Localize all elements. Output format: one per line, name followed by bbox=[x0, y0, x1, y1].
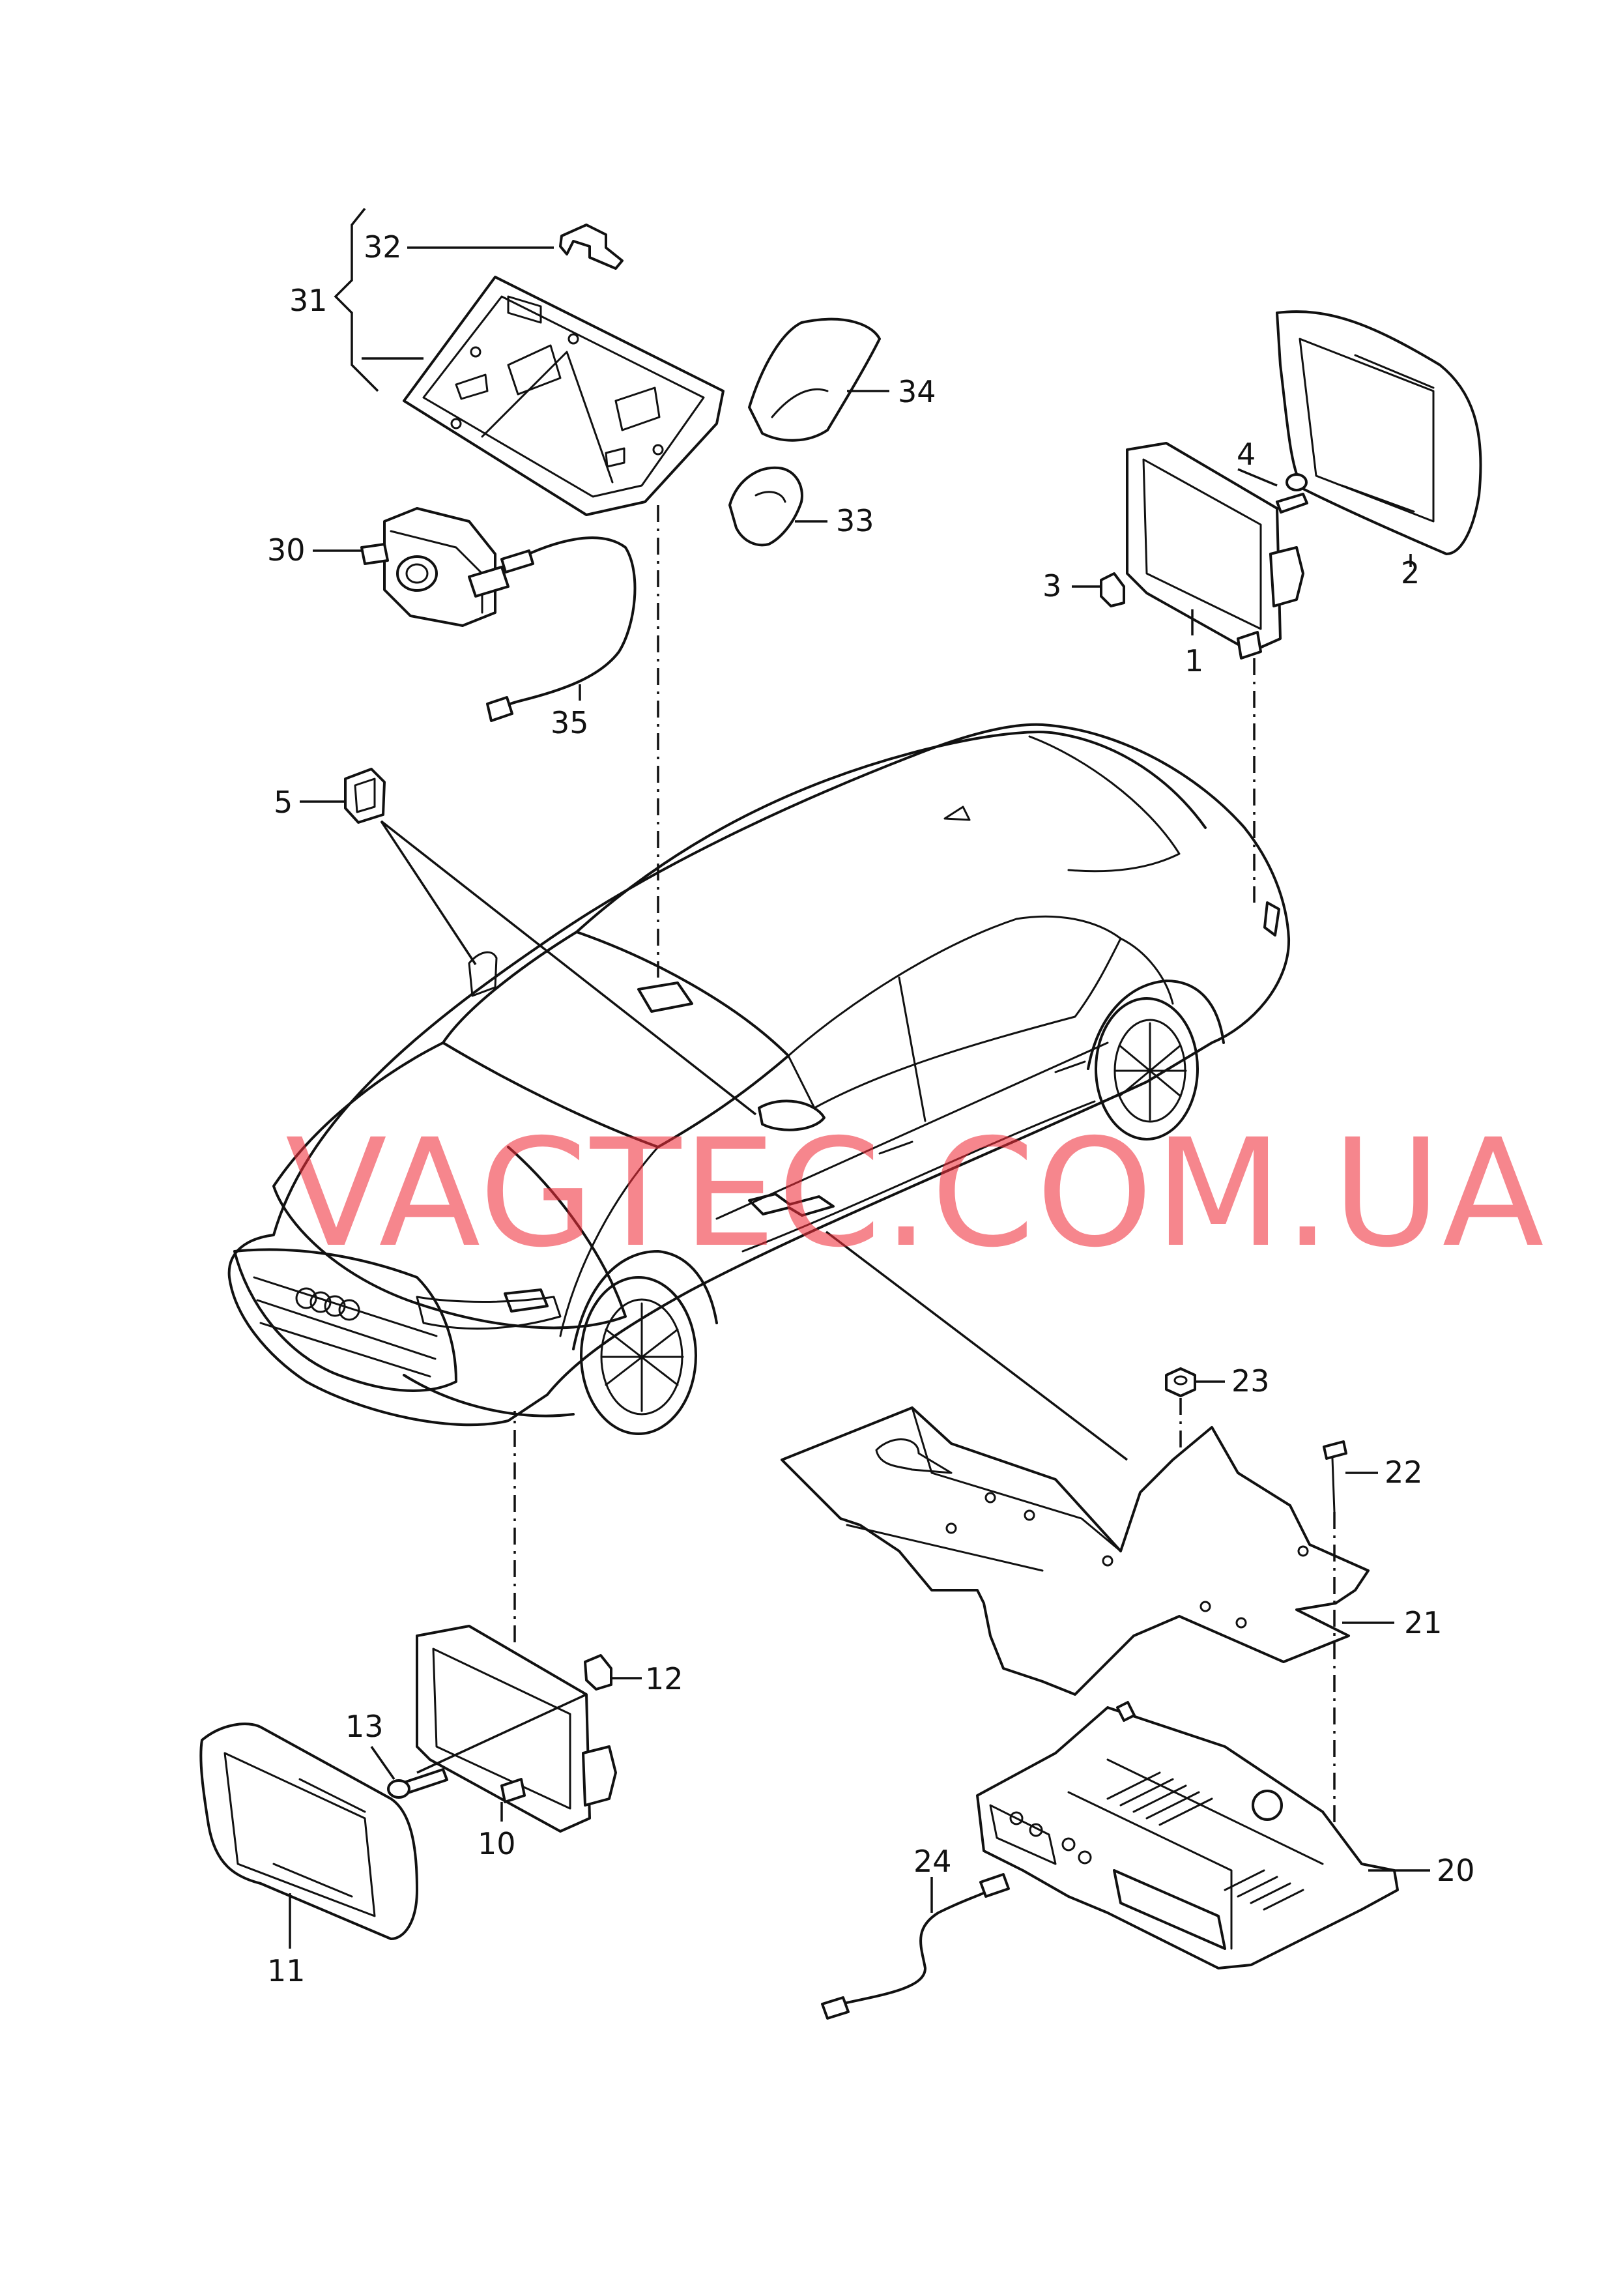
part-10-front-radar bbox=[416, 1625, 617, 1833]
part-33-cover bbox=[728, 466, 803, 547]
pointer-21-to-car bbox=[825, 1230, 1128, 1461]
leader-4 bbox=[1237, 468, 1278, 487]
part-31-bracket-plate bbox=[403, 276, 725, 516]
underbody-unit-highlight bbox=[748, 1193, 835, 1217]
part-11-front-bracket bbox=[199, 1722, 418, 1940]
callout-22: 22 bbox=[1385, 1455, 1423, 1490]
rear-wheel bbox=[1095, 997, 1199, 1141]
leader-13 bbox=[370, 1745, 395, 1780]
callout-2: 2 bbox=[1401, 555, 1420, 590]
front-wheel bbox=[580, 1276, 697, 1435]
callout-4: 4 bbox=[1237, 437, 1256, 472]
side-mirror bbox=[758, 1099, 826, 1131]
part-23-nut bbox=[1165, 1367, 1196, 1397]
part-24-cable bbox=[821, 1873, 1010, 2020]
part-32-clip bbox=[559, 224, 624, 270]
part-5-sensor bbox=[344, 768, 386, 824]
part-22-bolt bbox=[1323, 1440, 1347, 1513]
callout-11: 11 bbox=[267, 1953, 306, 1988]
part-12-clip bbox=[584, 1654, 612, 1691]
part-3-clip bbox=[1100, 572, 1125, 607]
logo-rings bbox=[295, 1287, 360, 1321]
callout-23: 23 bbox=[1231, 1363, 1270, 1399]
windshield-sensor bbox=[468, 951, 498, 997]
callout-24: 24 bbox=[913, 1844, 952, 1879]
part-21-heat-shield bbox=[781, 1406, 1370, 1696]
callout-3: 3 bbox=[1042, 568, 1061, 603]
pointer-13 bbox=[416, 1693, 587, 1774]
callout-10: 10 bbox=[478, 1826, 516, 1861]
part-13-screw bbox=[387, 1768, 448, 1799]
callout-35: 35 bbox=[551, 705, 589, 740]
part-4-screw bbox=[1276, 473, 1308, 514]
callout-21: 21 bbox=[1404, 1605, 1443, 1640]
part-20-control-unit bbox=[976, 1701, 1399, 1969]
callout-labels: 32 31 34 33 30 35 4 3 2 1 5 23 22 21 12 … bbox=[267, 229, 1475, 1988]
part-34-cover bbox=[748, 317, 881, 442]
callout-5: 5 bbox=[274, 785, 293, 820]
car-illustration bbox=[227, 723, 1291, 1435]
callout-13: 13 bbox=[345, 1709, 384, 1744]
rear-radar-highlight bbox=[1263, 901, 1280, 937]
callout-31: 31 bbox=[289, 283, 328, 318]
callout-12: 12 bbox=[645, 1661, 683, 1696]
part-30-control-module bbox=[360, 507, 510, 627]
callout-30: 30 bbox=[267, 532, 306, 568]
part-2-rear-bracket bbox=[1276, 310, 1482, 555]
front-radar-highlight bbox=[504, 1288, 549, 1313]
pointer-5 bbox=[380, 820, 757, 1116]
callout-34: 34 bbox=[898, 374, 936, 409]
group-bracket-31 bbox=[334, 207, 379, 392]
callout-32: 32 bbox=[364, 229, 402, 265]
callout-33: 33 bbox=[836, 503, 874, 538]
watermark: VAGTEC.COM.UA bbox=[285, 1107, 1545, 1280]
mirror-base-sensor-highlight bbox=[637, 981, 693, 1013]
part-35-cable bbox=[486, 536, 637, 722]
part-1-rear-radar bbox=[1126, 442, 1304, 660]
callout-20: 20 bbox=[1437, 1853, 1475, 1888]
callout-1: 1 bbox=[1185, 643, 1203, 678]
